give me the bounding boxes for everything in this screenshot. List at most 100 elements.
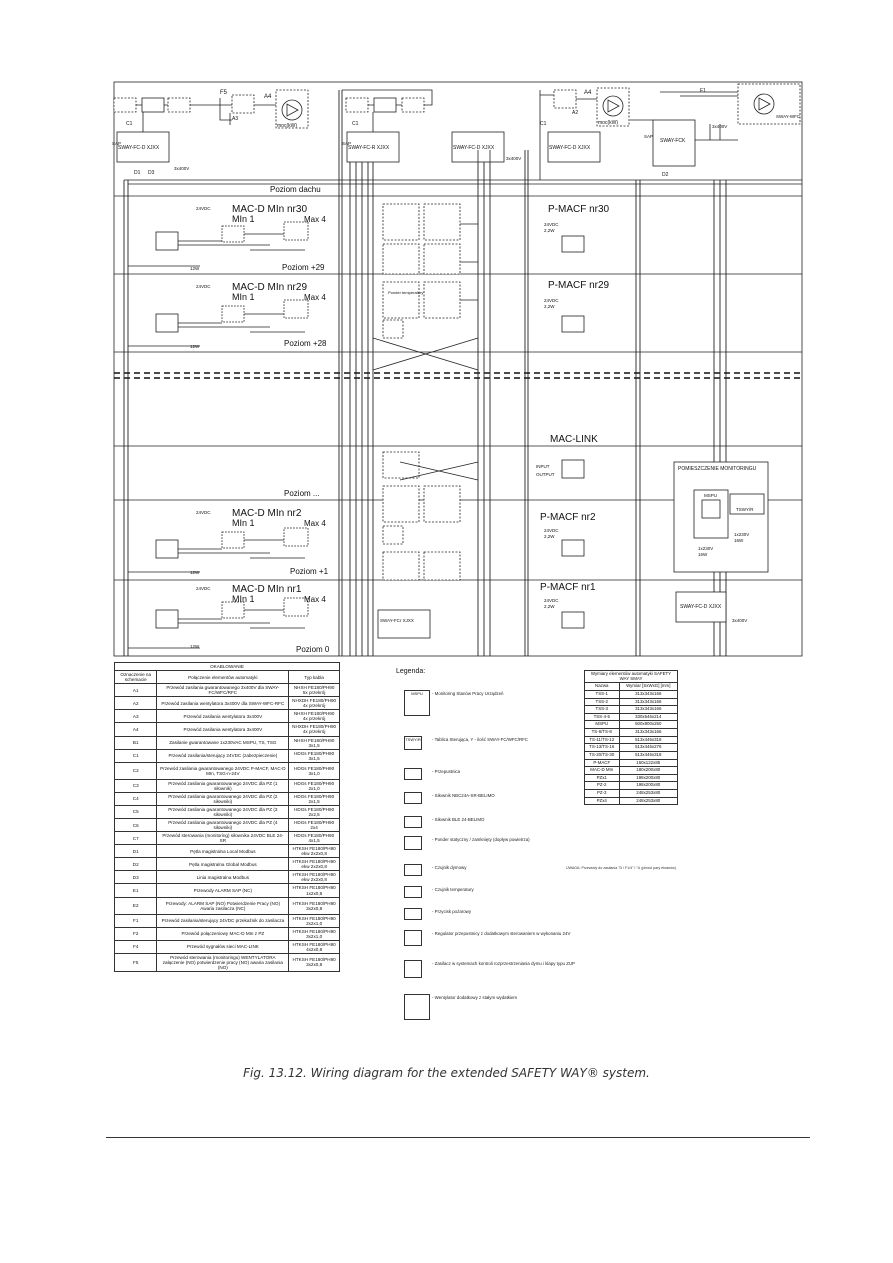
- floor29-w: 12W: [190, 344, 200, 349]
- cable-connection: Przewód sygnałów sieci MAC-LINK: [156, 939, 290, 954]
- v1x230: 1x230V: [698, 546, 713, 551]
- dim-name: PZ-2: [584, 781, 620, 790]
- sway-bottom: SWAY-FC-D XJXX: [680, 604, 722, 610]
- cable-id: C3: [113, 778, 158, 793]
- legend-text: - Przycisk pożarowy: [432, 909, 472, 914]
- floor30-max: Max 4: [304, 215, 326, 224]
- output-label: OUTPUT: [536, 472, 555, 477]
- label-a4: A4: [264, 94, 272, 100]
- floor30-min: MIn 1: [232, 214, 255, 224]
- floor2-w: 12W: [190, 570, 200, 575]
- dim-size: 248x253x80: [618, 789, 678, 798]
- floor1-max: Max 4: [304, 595, 326, 604]
- cable-type: HDGs FE180/PH90 3x1,0: [288, 761, 340, 780]
- figure-caption: Fig. 13.12. Wiring diagram for the exten…: [243, 1066, 650, 1080]
- level-lines: [114, 179, 802, 581]
- cable-connection: Przewody: ALARM SAP (NO) Potwierdzenie P…: [156, 896, 290, 915]
- floor30-w: 12W: [190, 266, 200, 271]
- cable-type: HDGs FE180/PH90 2x1,0: [288, 778, 340, 793]
- floor1-right: P-MACF nr1: [540, 582, 596, 593]
- cable-type: HTKSH FE180/PH90 3x2x0,8: [288, 952, 340, 972]
- dim-name: MSPU: [584, 720, 620, 729]
- dim-size: 198x200x80: [618, 773, 678, 783]
- top-equipment: [113, 83, 801, 167]
- cable-connection: Przewód połączeniowy MAC-D MIn z PZ: [156, 926, 290, 941]
- dim-name: TS-11/TS-12: [584, 735, 620, 745]
- cable-id: B1: [113, 735, 158, 750]
- cable-id: A1: [113, 683, 158, 698]
- cable-connection: Przewód zasilania wentylatora 3x400V: [156, 722, 290, 737]
- cable-connection: Przewody ALARM SAP (NC): [156, 883, 290, 898]
- legend-text: - Siłownik BLE 24-BELIMO: [432, 817, 485, 822]
- dim-size: 198x200x80: [618, 781, 678, 790]
- legend-title: Legenda:: [396, 668, 426, 675]
- label-f5: F5: [220, 90, 228, 96]
- mspu-label: MSPU: [704, 493, 717, 498]
- label-v3x400: 3x400V: [174, 166, 189, 171]
- dim-name: TS-6/TS-8: [584, 728, 620, 737]
- dim-size: 313x343x166: [618, 728, 678, 737]
- floor1-w2: 2,2W: [544, 604, 555, 609]
- floor30-w2: 2,2W: [544, 228, 555, 233]
- dim-name: TSS-4-5: [584, 712, 620, 722]
- legend-text: - Wentylator dodatkowy z stałym wydatkie…: [432, 995, 518, 1000]
- legend-text: - Tablica Sterująca, Y - ilość SWAY-FC/W…: [432, 737, 528, 742]
- legend-text: - Ponder statyczny / zamknięty (dopływ p…: [432, 837, 530, 842]
- label-v3x400c: 3x400V: [712, 124, 727, 129]
- legend-item: TSWY/R - Tablica Sterująca, Y - ilość SWA…: [396, 736, 576, 750]
- dim-size: 500x800x250: [618, 720, 678, 729]
- cable-id: C1: [113, 748, 158, 763]
- floor1-level: Poziom 0: [296, 645, 330, 654]
- legend-symbol: TSWY/R: [404, 736, 422, 750]
- dim-name: PZx1: [584, 773, 620, 783]
- dim-size: 313x343x166: [618, 689, 678, 699]
- legend-item: MSPU- Monitoring Stanów Pracy Urządzeń: [396, 690, 576, 716]
- legend-symbol: MSPU: [404, 690, 430, 716]
- central-dampers: [377, 203, 461, 639]
- floor30-name: MAC-D MIn nr30: [232, 204, 307, 215]
- dim-name: PZ-3: [584, 789, 620, 798]
- cable-type: HTKSH FE180/PH90 1x2x0,8: [288, 883, 340, 898]
- floor29-right: P-MACF nr29: [548, 280, 610, 291]
- cable-type: HTKSH FE180/PH90 3x2x1,0: [288, 926, 340, 941]
- dim-size: 313x343x166: [618, 705, 678, 714]
- cable-type: HDGs FE180/PH90 4x1,5: [288, 831, 340, 846]
- label-a3: A3: [232, 116, 238, 122]
- cable-id: C4: [113, 791, 158, 806]
- dim-name: P-MACF: [584, 758, 620, 768]
- legend-text: - Czujnik dymowy: [432, 865, 467, 870]
- legend-symbol: [404, 994, 430, 1020]
- cable-id: A3: [113, 709, 158, 724]
- floor2-w2: 2,2W: [544, 534, 555, 539]
- label-f1: F1: [700, 88, 706, 94]
- cable-connection: Przewód zasilania gwarantowanego 24VDC d…: [156, 778, 290, 793]
- cable-connection: Przewód zasilania/sterujący 24VDC przeka…: [156, 913, 290, 928]
- legend-item: - Czujnik temperatury: [396, 886, 576, 900]
- label-d3: D3: [148, 170, 155, 176]
- cable-connection: Przewód zasilania gwarantowanego 24VDC d…: [156, 804, 290, 819]
- cable-connection: Przewód sterowania (monitoring) siłownik…: [156, 831, 290, 846]
- dim-size: 513x446x276: [618, 743, 678, 752]
- cable-type: HDGs FE180/PH90 3x1,5: [288, 748, 340, 763]
- dim-size: 313x343x166: [618, 697, 678, 707]
- dim-size: 150x122x85: [618, 758, 678, 768]
- floor29-name: MAC-D MIn nr29: [232, 282, 307, 293]
- floor30-vdc2: 24VDC: [544, 222, 559, 227]
- cable-connection: Przewód zasilania/sterujący 24VDC (zabez…: [156, 748, 290, 763]
- cable-id: D2: [113, 857, 158, 872]
- legend-text: - Przepustnica: [432, 769, 461, 774]
- dim-size: 513x446x318: [618, 750, 678, 760]
- label-sway-right: SWAY-FCK: [660, 138, 686, 144]
